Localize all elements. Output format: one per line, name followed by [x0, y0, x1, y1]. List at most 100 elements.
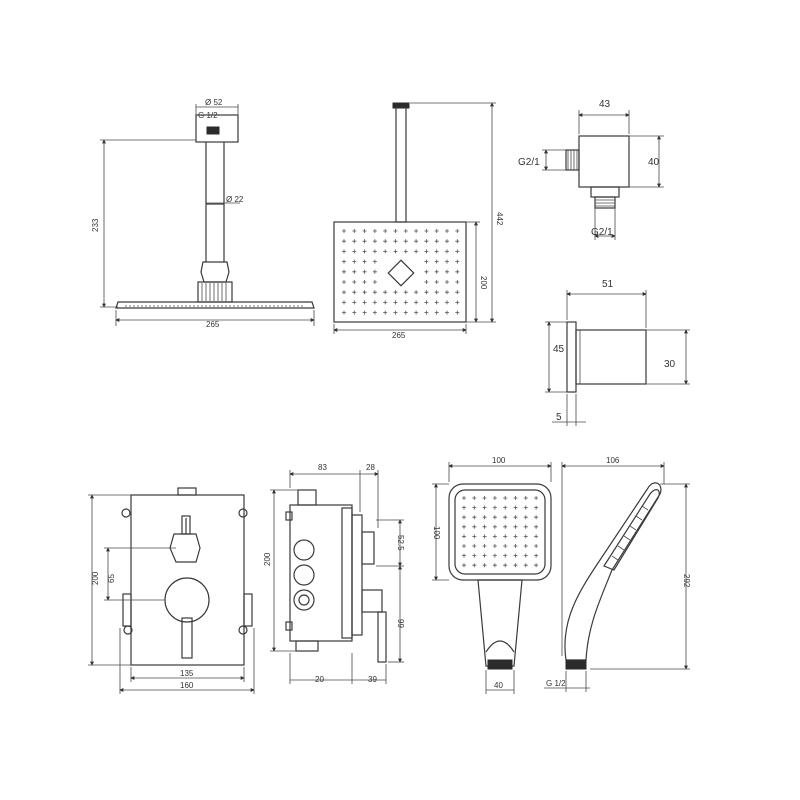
nozzle [362, 259, 367, 264]
nozzle [403, 239, 408, 244]
nozzle [424, 269, 429, 274]
hand-nozzle [482, 563, 487, 568]
hand-thread [487, 659, 513, 670]
nozzle [383, 239, 388, 244]
nozzle [455, 310, 460, 315]
hand-head-inner [454, 489, 546, 575]
nozzle [342, 229, 346, 233]
diverter-side [361, 531, 375, 565]
nozzle [352, 280, 357, 284]
hand-shower-front-view: 100 100 40 [432, 456, 552, 694]
holder-body [575, 329, 647, 385]
hand-nozzle [534, 553, 539, 558]
nozzle [393, 290, 398, 295]
nozzle [414, 249, 419, 254]
hand-nozzle [523, 544, 528, 548]
hand-nozzle [534, 563, 539, 568]
top-pipe [177, 487, 197, 496]
dim-height: 233 [91, 218, 100, 232]
nozzle [424, 280, 429, 284]
nozzle [362, 300, 367, 305]
hand-nozzle [462, 496, 466, 500]
dim-bottom-left: 20 [315, 675, 324, 684]
hand-nozzle [462, 534, 466, 539]
nozzle [414, 239, 419, 244]
nozzle [352, 239, 357, 244]
dim-body-height: 30 [664, 359, 676, 370]
nozzle [455, 249, 460, 254]
dim-height: 200 [91, 571, 100, 585]
arm-connector [200, 261, 230, 283]
hand-nozzle [534, 515, 539, 520]
nozzle [445, 249, 449, 254]
ceiling-thread [206, 126, 220, 135]
hand-nozzle [523, 524, 528, 529]
hand-nozzle [472, 553, 477, 558]
dim-lower: 99 [396, 619, 405, 628]
hand-nozzle [523, 496, 528, 500]
left-inlet [122, 593, 132, 627]
hand-nozzle [462, 524, 466, 529]
nozzle [434, 249, 439, 254]
knurl-lines [201, 283, 227, 301]
dim-height: 40 [648, 157, 660, 168]
hand-nozzle [492, 553, 497, 558]
nozzle [372, 249, 377, 254]
hand-nozzle [513, 524, 518, 529]
nozzle [342, 300, 346, 305]
nozzle [403, 229, 408, 233]
nozzle [434, 259, 439, 264]
center-diamond [387, 259, 415, 287]
hand-nozzle [462, 553, 466, 558]
hand-nozzle [523, 505, 528, 510]
nozzle [342, 259, 346, 264]
nozzle [372, 259, 377, 264]
nozzle [342, 290, 346, 295]
shower-head-side [115, 301, 315, 309]
hand-nozzle [462, 505, 466, 510]
dim-upper: 52.5 [396, 535, 405, 551]
hand-nozzle [482, 524, 487, 529]
ceiling-cap [392, 102, 410, 109]
nozzle [352, 269, 357, 274]
hand-nozzle [534, 496, 539, 500]
dim-depth: 83 [318, 463, 327, 472]
nozzle [455, 300, 460, 305]
port-bottom [293, 589, 315, 611]
nozzle [455, 229, 460, 233]
wall-holder-view: 51 45 30 5 [545, 279, 690, 426]
hand-nozzle [492, 544, 497, 548]
ceiling-arm [395, 107, 407, 223]
nozzle [445, 280, 449, 284]
cover-plate [351, 514, 363, 636]
nozzle [455, 239, 460, 244]
dim-depth: 51 [602, 279, 614, 290]
hand-nozzle [492, 524, 497, 529]
dim-outer-width: 160 [180, 681, 194, 690]
hand-nozzle [503, 544, 508, 548]
hand-nozzle [513, 544, 518, 548]
nozzle [445, 290, 449, 295]
hand-nozzle [492, 496, 497, 500]
hand-nozzle [462, 515, 466, 520]
dim-pipe-diameter: Ø 22 [226, 195, 244, 204]
dim-thread: G 1/2 [198, 111, 218, 120]
ceiling-shower-side-view: Ø 52 G 1/2 Ø 22 233 265 [91, 98, 315, 329]
nozzle [414, 229, 419, 233]
hand-nozzle [482, 515, 487, 520]
nozzle [362, 280, 367, 284]
hand-nozzle [534, 534, 539, 539]
nozzle [414, 300, 419, 305]
hand-side-thread [565, 659, 587, 670]
nozzle [424, 290, 429, 295]
outlet-nut [590, 186, 620, 198]
nozzle [434, 269, 439, 274]
nozzle [434, 239, 439, 244]
nozzle [445, 259, 449, 264]
nozzle [424, 239, 429, 244]
nozzle [434, 229, 439, 233]
hand-nozzle [482, 496, 487, 500]
hand-nozzle [513, 515, 518, 520]
dim-width: 100 [492, 456, 506, 465]
